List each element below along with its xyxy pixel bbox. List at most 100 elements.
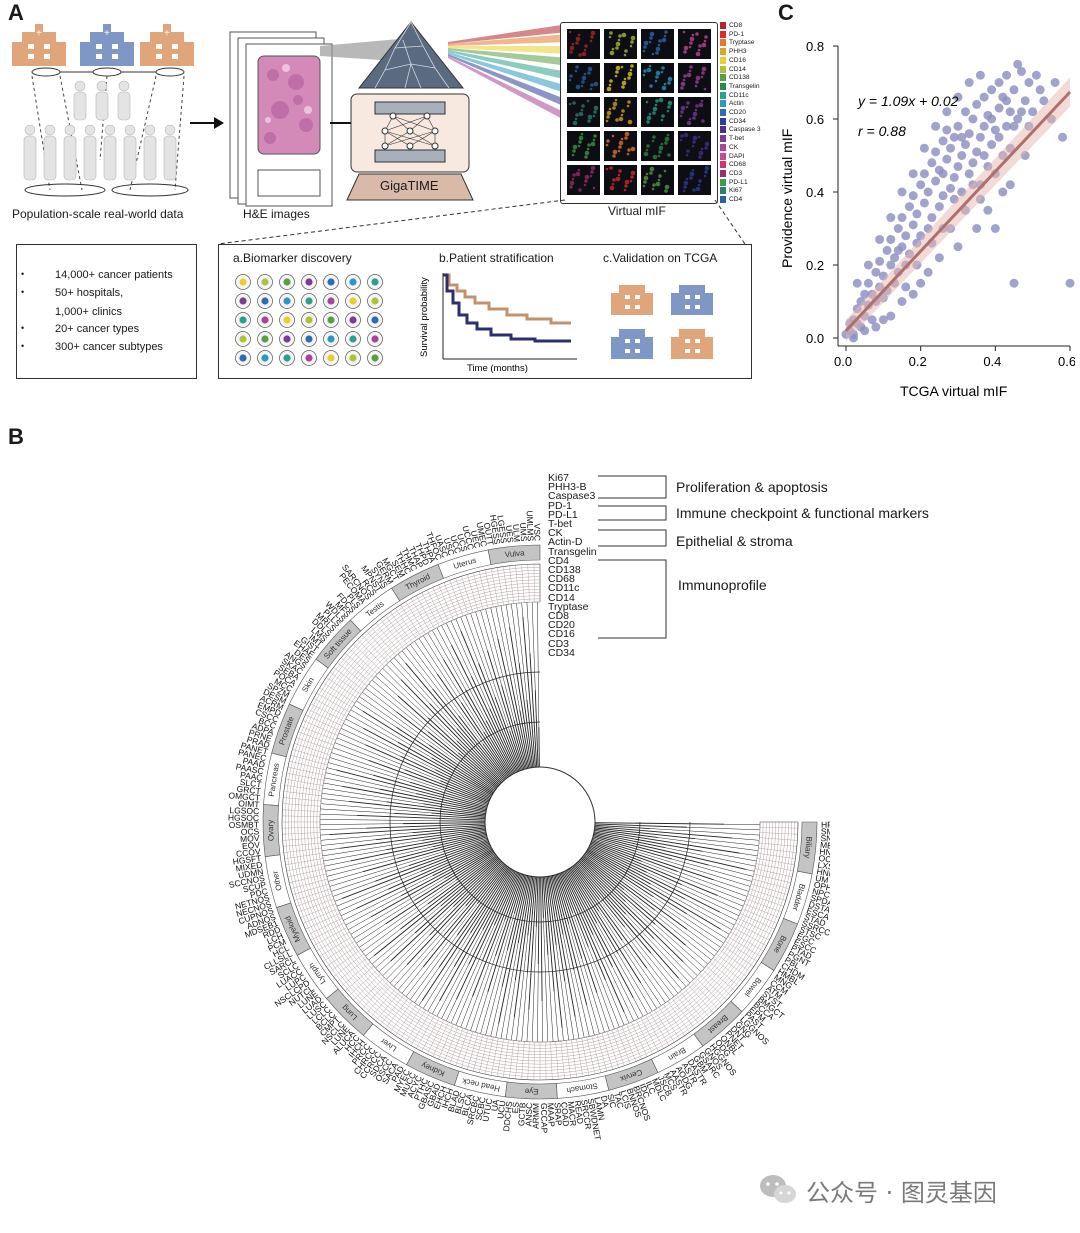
legend-item: CD14 bbox=[720, 65, 746, 73]
dendrogram-leaf bbox=[441, 625, 452, 646]
heatmap-cell-divider bbox=[285, 779, 324, 786]
mif-signal bbox=[703, 39, 707, 43]
dendrogram-leaf bbox=[547, 954, 554, 1042]
mif-signal bbox=[587, 114, 593, 120]
dendrogram-leaf bbox=[350, 878, 445, 935]
dendrogram-leaf bbox=[470, 613, 510, 731]
marker-label: Tryptase bbox=[548, 600, 589, 613]
subtype-label: UTUC bbox=[480, 1098, 494, 1123]
dendrogram-branch bbox=[457, 866, 508, 936]
mif-signal bbox=[623, 53, 627, 57]
heatmap-cell-divider bbox=[310, 703, 345, 722]
heatmap-cell-divider bbox=[286, 863, 325, 872]
svg-text:+: + bbox=[164, 28, 170, 39]
heatmap-cell-divider bbox=[353, 643, 381, 671]
legend-swatch bbox=[720, 143, 726, 151]
subtype-label: OIMT bbox=[238, 798, 260, 809]
mif-signal bbox=[609, 79, 613, 83]
heatmap-cell-divider bbox=[366, 630, 393, 660]
mif-signal bbox=[697, 48, 701, 52]
mif-signal bbox=[680, 105, 686, 111]
organ-sector bbox=[556, 1075, 610, 1099]
heatmap-cell-divider bbox=[746, 898, 782, 913]
dendrogram-leaf bbox=[460, 996, 473, 1028]
heatmap-cell-divider bbox=[715, 953, 747, 977]
dendrogram-leaf bbox=[401, 650, 433, 690]
dendrogram-branch bbox=[432, 688, 506, 780]
scatter-point bbox=[912, 209, 922, 219]
dendrogram-branch bbox=[568, 868, 642, 984]
heatmap-cell-divider bbox=[753, 873, 791, 884]
mif-caption: Virtual mIF bbox=[608, 204, 666, 218]
heatmap-cell-divider bbox=[756, 858, 795, 865]
dendrogram-leaf bbox=[322, 787, 424, 805]
dendrogram-branch bbox=[336, 769, 487, 809]
dendrogram-leaf bbox=[654, 910, 715, 957]
dendrogram-leaf bbox=[418, 1000, 423, 1006]
dendrogram-leaf bbox=[356, 700, 397, 728]
scatter-point bbox=[927, 158, 937, 168]
mif-signal bbox=[692, 188, 696, 192]
heatmap-cell-divider bbox=[649, 1012, 670, 1046]
heatmap-cell-divider bbox=[416, 595, 435, 630]
mif-signal bbox=[621, 109, 625, 113]
subtype-label: UEC bbox=[469, 529, 483, 549]
heatmap-cell-divider bbox=[302, 720, 338, 736]
cell-nucleus-icon bbox=[261, 335, 269, 343]
subtype-label: COAD bbox=[559, 1102, 571, 1127]
heatmap-cell-divider bbox=[316, 692, 350, 713]
dendrogram-leaf bbox=[353, 705, 363, 712]
mif-signal bbox=[692, 140, 696, 144]
scatter-point bbox=[994, 132, 1004, 142]
heatmap-cell-divider bbox=[515, 1040, 520, 1079]
organ-sector bbox=[454, 1070, 508, 1098]
dendrogram-leaf bbox=[446, 622, 472, 677]
heatmap-cell-divider bbox=[461, 576, 474, 613]
dendrogram-branch bbox=[458, 752, 499, 787]
heatmap-cell-divider bbox=[313, 927, 348, 946]
mif-signal bbox=[704, 35, 708, 39]
mif-signal bbox=[652, 154, 658, 160]
mif-signal bbox=[624, 49, 628, 53]
dendrogram-branch bbox=[564, 870, 613, 968]
dendrogram-leaf bbox=[338, 888, 389, 912]
subtype-label: LGESS bbox=[495, 515, 509, 545]
dendrogram-branch bbox=[497, 638, 529, 769]
dendrogram-branch bbox=[593, 833, 746, 870]
heatmap-cell-divider bbox=[586, 1036, 596, 1075]
mif-signal bbox=[663, 82, 667, 86]
heatmap-cell-divider bbox=[749, 888, 786, 901]
mif-signal bbox=[701, 66, 707, 72]
dendrogram-branch bbox=[590, 843, 682, 886]
legend-item: CD8 bbox=[720, 22, 742, 29]
mif-signal bbox=[618, 34, 622, 38]
legend-label: CD4 bbox=[729, 196, 743, 203]
dendrogram-branch bbox=[504, 873, 522, 921]
scatter-point bbox=[1005, 180, 1015, 190]
heatmap-cell-divider bbox=[438, 1024, 454, 1060]
dendrogram-branch bbox=[423, 803, 486, 814]
scatter-point bbox=[964, 78, 974, 87]
dendrogram-leaf bbox=[702, 851, 757, 862]
mif-signal bbox=[629, 68, 633, 72]
mif-signal bbox=[593, 134, 597, 138]
cell-nucleus-icon bbox=[327, 335, 335, 343]
scatter-point bbox=[1009, 278, 1019, 288]
heatmap-cell-divider bbox=[290, 755, 328, 766]
dendrogram-leaf bbox=[320, 819, 441, 822]
heatmap-cell-divider bbox=[596, 1034, 607, 1072]
dendrogram-branch bbox=[522, 616, 536, 768]
cell-nucleus-icon bbox=[261, 278, 269, 286]
dendrogram-leaf bbox=[410, 934, 458, 1000]
mif-signal bbox=[621, 32, 627, 38]
scatter-point bbox=[987, 114, 997, 124]
mif-signal bbox=[685, 105, 689, 109]
heatmap-cell-divider bbox=[395, 1004, 417, 1036]
stat-hospitals: 50+ hospitals, bbox=[21, 287, 123, 299]
heatmap-cell-divider bbox=[550, 1041, 553, 1080]
dendrogram-leaf bbox=[624, 926, 679, 994]
dendrogram-leaf bbox=[329, 851, 444, 887]
legend-swatch bbox=[720, 135, 726, 143]
mif-signal bbox=[615, 65, 621, 71]
heatmap-cell-divider bbox=[490, 1037, 499, 1076]
